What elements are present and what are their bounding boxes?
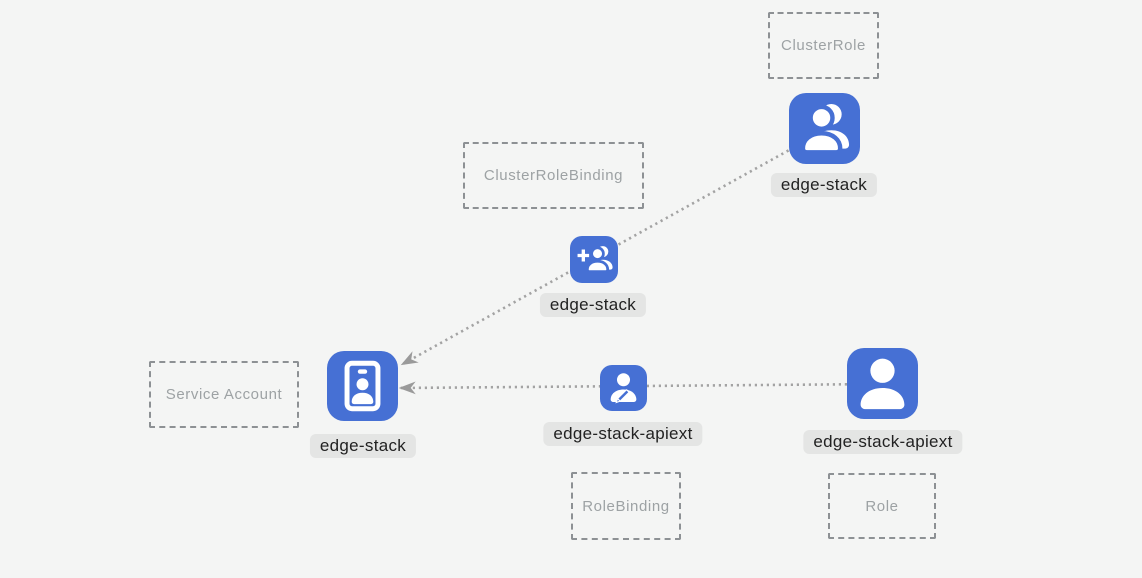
kind-box-role: Role <box>828 473 936 539</box>
node-clusterrolebinding-edge-stack[interactable] <box>570 236 618 283</box>
person-add-icon <box>577 246 613 274</box>
node-serviceaccount-edge-stack[interactable] <box>327 351 398 421</box>
kind-box-label: ClusterRole <box>781 37 866 54</box>
node-rolebinding-edge-stack-apiext[interactable] <box>600 365 647 411</box>
person-edit-icon <box>610 373 637 404</box>
kind-box-label: ClusterRoleBinding <box>483 167 624 184</box>
kind-box-serviceaccount: Service Account <box>149 361 299 428</box>
node-label-serviceaccount: edge-stack <box>309 434 417 458</box>
users-icon <box>800 103 850 155</box>
kind-box-label: RoleBinding <box>582 497 670 515</box>
id-badge-icon <box>344 360 381 412</box>
node-role-edge-stack-apiext[interactable] <box>847 348 918 419</box>
person-icon <box>860 358 905 410</box>
node-label-clusterrole: edge-stack <box>770 173 878 197</box>
node-label-role: edge-stack-apiext <box>803 430 963 454</box>
kind-box-label: Service Account <box>165 386 283 403</box>
kind-box-clusterrolebinding: ClusterRoleBinding <box>463 142 644 209</box>
node-label-rolebinding: edge-stack-apiext <box>543 422 703 446</box>
node-clusterrole-edge-stack[interactable] <box>789 93 860 164</box>
kind-box-label: Role <box>865 497 899 515</box>
kind-box-clusterrole: ClusterRole <box>768 12 879 79</box>
node-label-clusterrolebinding: edge-stack <box>539 293 647 317</box>
kind-box-rolebinding: RoleBinding <box>571 472 681 540</box>
